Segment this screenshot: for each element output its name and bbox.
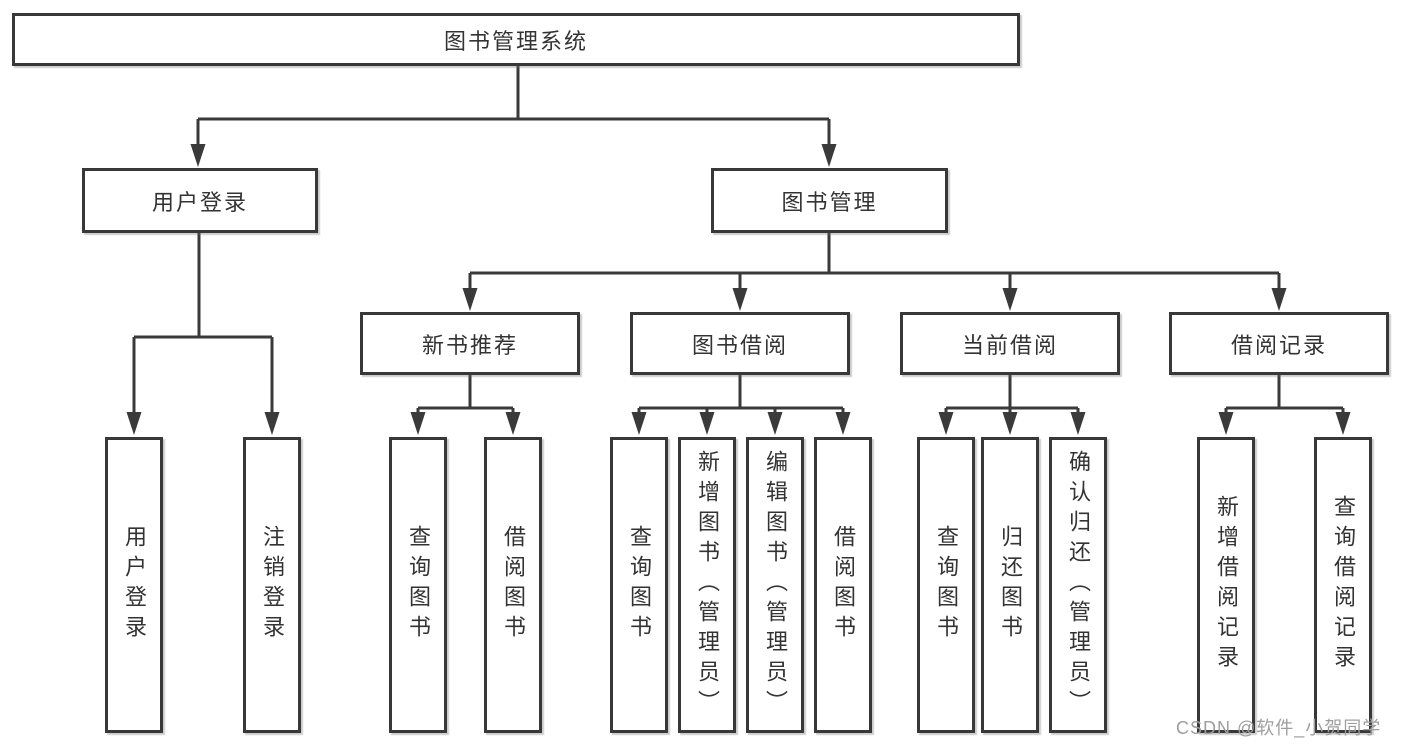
leaf-recommend-query-books: 查询图书	[389, 437, 447, 733]
connector-records-fork	[1224, 375, 1345, 414]
connector-book-mgmt-fork	[468, 233, 1281, 289]
leaf-user-login: 用户登录	[105, 437, 163, 733]
node-current-borrow-label: 当前借阅	[961, 332, 1058, 358]
node-book-management: 图书管理	[711, 168, 948, 233]
leaf-records-add-record: 新增借阅记录	[1197, 437, 1255, 733]
connector-borrow-fork	[637, 375, 845, 414]
node-book-borrow-label: 图书借阅	[691, 332, 788, 358]
node-user-login-label: 用户登录	[151, 189, 248, 215]
leaf-user-login-label: 用户登录	[122, 525, 147, 645]
leaf-borrow-edit-books-admin-label: 编辑图书（管理员）	[763, 450, 788, 720]
leaf-borrow-query-books-label: 查询图书	[627, 525, 652, 645]
leaf-borrow-borrow-books-label: 借阅图书	[831, 525, 856, 645]
leaf-borrow-borrow-books: 借阅图书	[814, 437, 872, 733]
leaf-logout-label: 注销登录	[260, 525, 285, 645]
leaf-borrow-add-books-admin-label: 新增图书（管理员）	[695, 450, 720, 720]
leaf-current-confirm-return-admin: 确认归还（管理员）	[1049, 437, 1107, 733]
leaf-logout: 注销登录	[243, 437, 301, 733]
leaf-current-confirm-return-admin-label: 确认归还（管理员）	[1066, 450, 1091, 720]
csdn-watermark: CSDN @软件_小贺同学	[1176, 718, 1382, 738]
leaf-recommend-borrow-books: 借阅图书	[484, 437, 542, 733]
node-new-book-recommend: 新书推荐	[360, 312, 580, 375]
node-new-book-recommend-label: 新书推荐	[421, 332, 518, 358]
node-system-root: 图书管理系统	[12, 13, 1020, 66]
connector-current-fork	[944, 375, 1080, 414]
leaf-current-return-books: 归还图书	[981, 437, 1039, 733]
leaf-records-query-record: 查询借阅记录	[1314, 437, 1372, 733]
leaf-records-query-record-label: 查询借阅记录	[1331, 495, 1356, 675]
leaf-current-query-books-label: 查询图书	[934, 525, 959, 645]
arrowheads	[126, 144, 1351, 435]
leaf-borrow-add-books-admin: 新增图书（管理员）	[678, 437, 736, 733]
connector-recommend-fork	[416, 375, 515, 414]
node-borrow-records: 借阅记录	[1169, 312, 1389, 375]
leaf-current-return-books-label: 归还图书	[998, 525, 1023, 645]
leaf-borrow-edit-books-admin: 编辑图书（管理员）	[746, 437, 804, 733]
node-user-login: 用户登录	[82, 168, 318, 233]
leaf-borrow-query-books: 查询图书	[610, 437, 668, 733]
node-book-borrow: 图书借阅	[630, 312, 850, 375]
leaf-recommend-query-books-label: 查询图书	[406, 525, 431, 645]
node-borrow-records-label: 借阅记录	[1230, 332, 1327, 358]
node-current-borrow: 当前借阅	[900, 312, 1120, 375]
leaf-records-add-record-label: 新增借阅记录	[1214, 495, 1239, 675]
connector-root-fork	[196, 66, 831, 147]
leaf-current-query-books: 查询图书	[917, 437, 975, 733]
leaf-recommend-borrow-books-label: 借阅图书	[501, 525, 526, 645]
node-system-root-label: 图书管理系统	[443, 28, 588, 54]
node-book-management-label: 图书管理	[781, 189, 878, 215]
connector-user-login-fork	[132, 233, 274, 413]
